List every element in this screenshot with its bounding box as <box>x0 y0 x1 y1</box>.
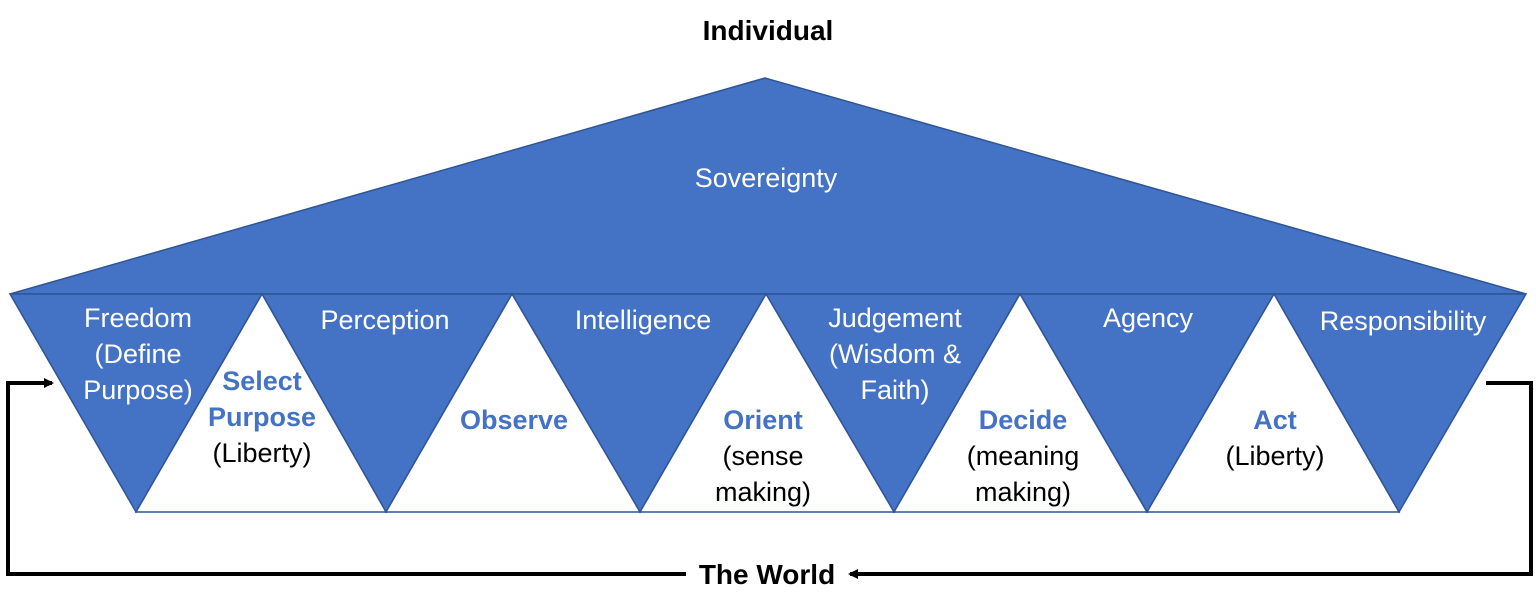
loop-right-arrow <box>848 381 1533 579</box>
down-triangle-label: Responsibility <box>1320 306 1487 336</box>
down-triangle-label: Intelligence <box>575 305 712 335</box>
up-triangle-5 <box>1145 292 1401 513</box>
diagram-title: Individual <box>703 15 834 46</box>
footer-label: The World <box>699 559 835 590</box>
roof-label: Sovereignty <box>695 163 838 193</box>
up-triangle-label: Act(Liberty) <box>1225 405 1324 471</box>
down-triangle-label: Judgement(Wisdom &Faith) <box>828 303 962 405</box>
up-triangle-2 <box>384 292 642 513</box>
up-triangle-label: Observe <box>460 405 568 435</box>
down-triangle-label: Agency <box>1103 303 1194 333</box>
up-triangle-4 <box>892 292 1149 513</box>
loop-left-arrow <box>6 378 690 576</box>
footer-label-bg <box>686 555 848 593</box>
up-triangle-1 <box>134 292 388 513</box>
down-triangle-label: Perception <box>320 305 449 335</box>
up-triangle-3 <box>638 292 896 513</box>
